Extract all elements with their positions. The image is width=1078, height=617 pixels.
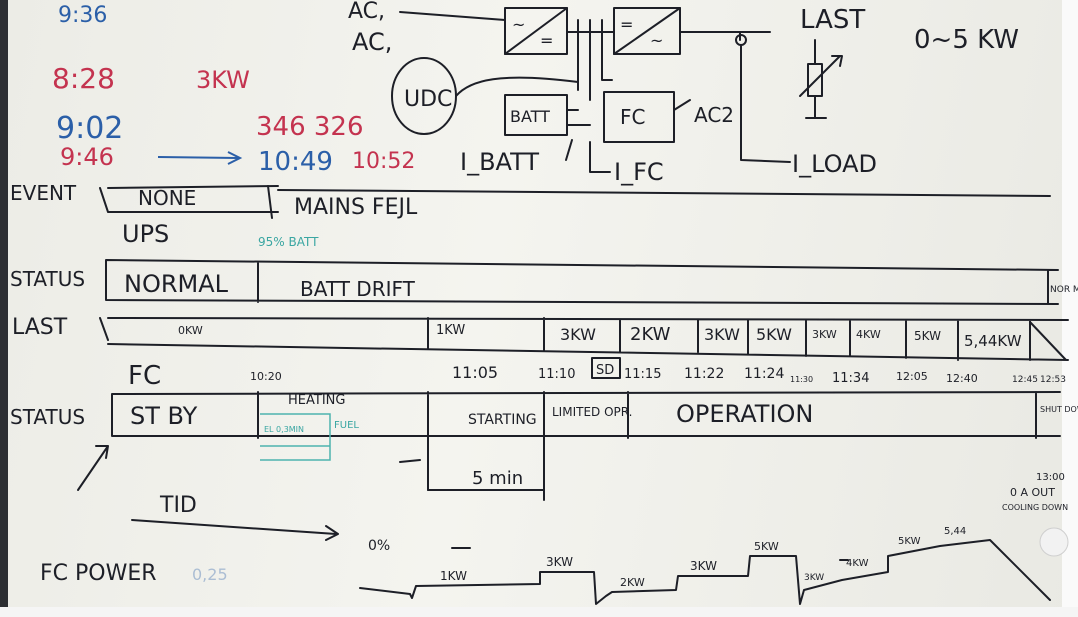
- fc-row-label: FC: [128, 361, 161, 391]
- last-cell-5: 5KW: [756, 325, 792, 344]
- time-828: 8:28: [52, 62, 115, 95]
- fc-limited: LIMITED OPR.: [552, 405, 633, 419]
- circuit-ac-top: AC,: [348, 0, 385, 24]
- time-top-partial: 9:36: [58, 3, 107, 28]
- ac-wire: [400, 12, 505, 20]
- fc-heating: HEATING: [288, 393, 345, 408]
- event-row-label: EVENT: [10, 181, 77, 205]
- fc-power-step-8: 5KW: [898, 536, 921, 547]
- last-cell-3: 2KW: [630, 324, 671, 345]
- fc-power-step-6: 3KW: [804, 573, 824, 583]
- fc-curved-arrow-icon: [78, 446, 108, 490]
- last-cell-0: 0KW: [178, 324, 203, 337]
- ac-tilde-icon-2: ~: [650, 31, 663, 50]
- time-902: 9:02: [56, 111, 123, 146]
- fc-power-step-3: 2KW: [620, 576, 645, 589]
- time-1049: 10:49: [258, 147, 333, 177]
- tid-label: TID: [159, 493, 197, 518]
- fc-time-1205: 12:05: [896, 370, 928, 383]
- arrow-icon: [158, 152, 240, 164]
- ups-status-label: STATUS: [10, 267, 85, 291]
- fc-power-step-9: 5,44: [944, 526, 966, 537]
- tid-end-note: 0 A OUT: [1010, 486, 1055, 499]
- ups-batt-note: 95% BATT: [258, 235, 319, 249]
- event-none: NONE: [138, 186, 196, 210]
- fc-power-step-7: 4KW: [846, 558, 869, 569]
- circuit-fc-label: FC: [620, 105, 645, 129]
- fc-shut-down: SHUT DOWN: [1040, 405, 1078, 414]
- fc-time-1134: 11:34: [832, 371, 869, 386]
- last-row-label: LAST: [12, 315, 68, 340]
- ups-end-normal: NOR MAL: [1050, 285, 1078, 295]
- fc-operation: OPERATION: [676, 400, 813, 428]
- dc-equal-icon: =: [540, 31, 553, 50]
- time-1052: 10:52: [352, 149, 415, 174]
- fc-fuel-note: FUEL: [334, 420, 359, 431]
- last-cell-8: 5KW: [914, 329, 941, 343]
- fc-power-step-2: 3KW: [546, 555, 573, 569]
- fc-time-1115: 11:15: [624, 367, 661, 382]
- whiteboard-magnet: [1040, 528, 1068, 556]
- fc-status-label: STATUS: [10, 405, 85, 429]
- fc-st-by: ST BY: [130, 402, 198, 430]
- dc-equal-icon-2: =: [620, 15, 633, 34]
- fc-power-step-1: 1KW: [440, 569, 467, 583]
- tid-arrow-icon: [132, 520, 338, 540]
- fc-time-sd: SD: [596, 363, 614, 378]
- fc-time-1253: 12:53: [1040, 375, 1066, 385]
- tid-end-time: 13:00: [1036, 472, 1065, 483]
- last-cell-1: 1KW: [436, 323, 465, 338]
- circuit-range-label: 0~5 KW: [914, 25, 1019, 55]
- circuit-ibatt-label: I_BATT: [460, 148, 539, 176]
- fc-time-1245: 12:45: [1012, 375, 1038, 385]
- fc-time-1124: 11:24: [744, 366, 784, 382]
- tid-cooling: COOLING DOWN: [1002, 503, 1068, 512]
- fc-power-step-0: 0%: [368, 538, 390, 554]
- circuit-ac1-label: AC,: [352, 28, 392, 56]
- time-946: 9:46: [60, 143, 114, 171]
- event-row-lines: [100, 186, 1050, 218]
- fc-time-1240: 12:40: [946, 372, 978, 385]
- fc-power-step-5: 5KW: [754, 540, 779, 553]
- fc-time-1105: 11:05: [452, 363, 498, 382]
- ups-normal: NORMAL: [124, 270, 229, 298]
- power-3kw-note: 3KW: [196, 66, 250, 94]
- numbers-346-326: 346 326: [256, 112, 364, 142]
- fc-power-step-4: 3KW: [690, 559, 717, 573]
- fc-time-1130: 11:30: [790, 375, 813, 384]
- ups-batt-drift: BATT DRIFT: [300, 277, 416, 301]
- fc-time-1122: 11:22: [684, 366, 724, 382]
- circuit-iload-label: I_LOAD: [792, 150, 877, 178]
- last-cell-6: 3KW: [812, 328, 837, 341]
- fc-power-label: FC POWER: [40, 561, 157, 586]
- fc-starting: STARTING: [468, 412, 537, 428]
- fc-el-note: EL 0,3MIN: [264, 425, 304, 434]
- fc-time-1020: 10:20: [250, 370, 282, 383]
- fc-five-min: 5 min: [472, 468, 523, 489]
- circuit-batt-label: BATT: [510, 107, 550, 126]
- last-cell-4: 3KW: [704, 325, 740, 344]
- circuit-ifc-label: I_FC: [614, 158, 664, 186]
- ac-tilde-icon: ~: [512, 15, 525, 34]
- last-cell-9: 5,44KW: [964, 332, 1022, 350]
- ups-row-label: UPS: [122, 220, 169, 248]
- circuit-udc-label: UDC: [404, 87, 452, 112]
- circuit-ac2-label: AC2: [694, 103, 734, 127]
- last-cell-2: 3KW: [560, 325, 596, 344]
- ups-status-lines: [106, 260, 1058, 304]
- fc-power-faded: 0,25: [192, 565, 228, 584]
- last-cell-7: 4KW: [856, 328, 881, 341]
- circuit-last-label: LAST: [800, 5, 865, 35]
- load-wire: [741, 46, 790, 162]
- fc-time-1110: 11:10: [538, 367, 575, 382]
- event-mains-fejl: MAINS FEJL: [294, 195, 418, 220]
